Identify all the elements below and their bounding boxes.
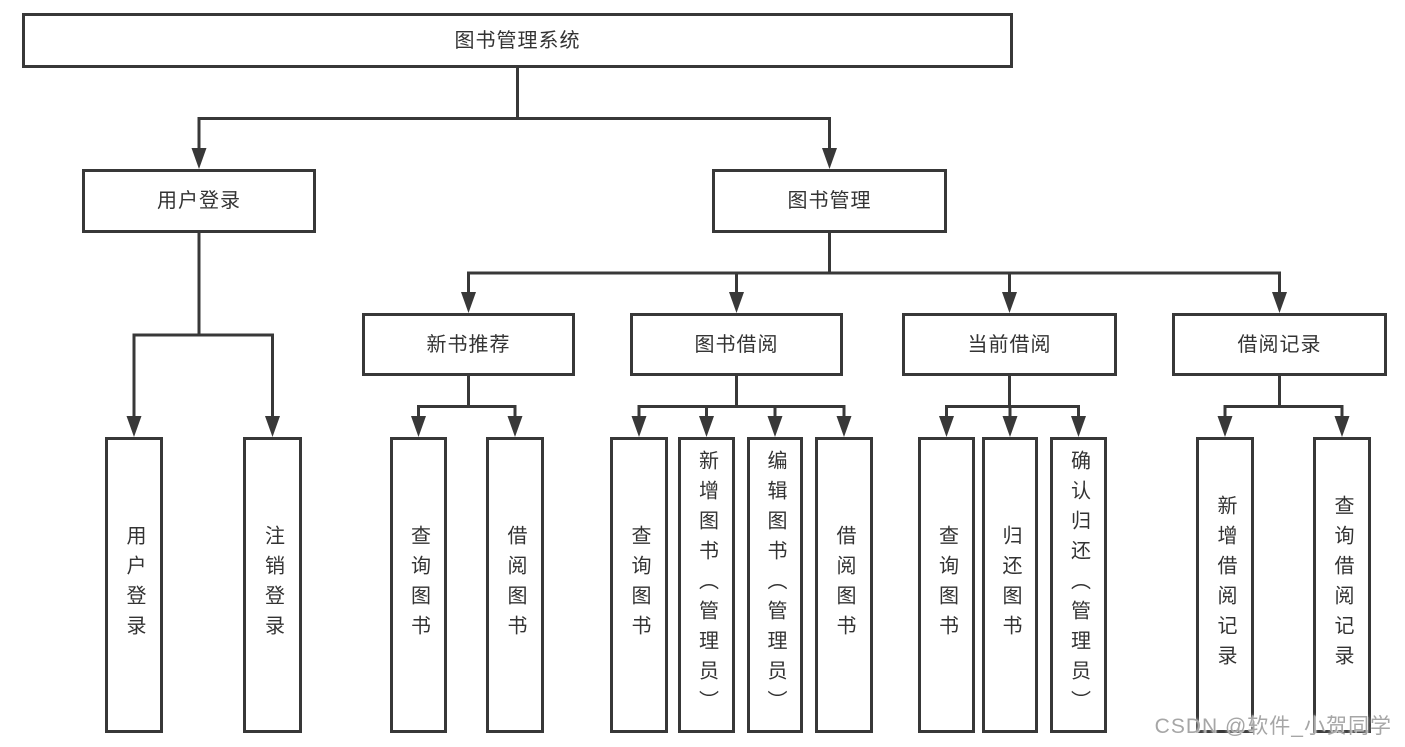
node-label-bb-add-book: 新增图书（管理员） <box>695 450 718 720</box>
node-bb-borrow-book: 借阅图书 <box>815 437 873 733</box>
connector-book-management-to-book-borrow <box>735 233 831 309</box>
connector-book-borrow-to-bb-add-book <box>705 376 738 433</box>
arrowhead-ul-user-login <box>126 416 142 437</box>
connector-new-book-recommend-to-nbr-borrow-book <box>467 376 517 433</box>
node-ul-logout: 注销登录 <box>243 437 302 733</box>
node-label-br-add-record: 新增借阅记录 <box>1214 495 1236 675</box>
connector-book-management-to-borrow-records <box>828 233 1281 309</box>
arrowhead-book-management <box>822 148 837 169</box>
node-label-cb-confirm-return: 确认归还（管理员） <box>1067 450 1090 720</box>
arrowhead-user-login <box>191 148 207 169</box>
connector-root-to-user-login <box>197 68 519 165</box>
node-label-nbr-query-book: 查询图书 <box>407 525 430 645</box>
node-bb-query-book: 查询图书 <box>610 437 668 733</box>
node-label-bb-query-book: 查询图书 <box>628 525 650 645</box>
connector-book-borrow-to-bb-borrow-book <box>735 376 846 433</box>
node-label-br-query-record: 查询借阅记录 <box>1331 495 1353 675</box>
node-root: 图书管理系统 <box>22 13 1013 68</box>
arrowhead-bb-add-book <box>699 416 714 437</box>
node-label-bb-borrow-book: 借阅图书 <box>833 525 855 645</box>
connector-book-management-to-current-borrow <box>828 233 1011 309</box>
arrowhead-new-book-recommend <box>461 292 476 313</box>
node-label-book-management: 图书管理 <box>787 190 872 212</box>
node-label-cb-return-book: 归还图书 <box>999 525 1021 645</box>
arrowhead-borrow-records <box>1272 292 1287 313</box>
arrowhead-ul-logout <box>265 416 280 437</box>
node-bb-edit-book: 编辑图书（管理员） <box>747 437 803 733</box>
connector-user-login-to-ul-user-login <box>132 233 201 433</box>
connector-root-to-book-management <box>516 68 831 165</box>
node-label-borrow-records: 借阅记录 <box>1237 333 1322 356</box>
node-new-book-recommend: 新书推荐 <box>362 313 575 376</box>
arrowhead-nbr-query-book <box>411 416 426 437</box>
connector-current-borrow-to-cb-query-book <box>945 376 1011 433</box>
arrowhead-bb-query-book <box>631 416 647 437</box>
connector-current-borrow-to-cb-confirm-return <box>1008 376 1080 433</box>
node-label-ul-logout: 注销登录 <box>261 525 284 645</box>
connector-book-borrow-to-bb-query-book <box>637 376 738 433</box>
node-br-add-record: 新增借阅记录 <box>1196 437 1254 733</box>
node-cb-query-book: 查询图书 <box>918 437 975 733</box>
node-bb-add-book: 新增图书（管理员） <box>678 437 735 733</box>
node-br-query-record: 查询借阅记录 <box>1313 437 1371 733</box>
node-book-management: 图书管理 <box>712 169 947 233</box>
arrowhead-br-add-record <box>1217 416 1233 437</box>
node-book-borrow: 图书借阅 <box>630 313 843 376</box>
arrowhead-br-query-record <box>1334 416 1350 437</box>
arrowhead-cb-confirm-return <box>1071 416 1086 437</box>
arrowhead-cb-return-book <box>1002 416 1018 437</box>
connector-book-borrow-to-bb-edit-book <box>735 376 777 433</box>
arrowhead-current-borrow <box>1002 292 1017 313</box>
node-ul-user-login: 用户登录 <box>105 437 163 733</box>
arrowhead-cb-query-book <box>939 416 954 437</box>
node-cb-confirm-return: 确认归还（管理员） <box>1050 437 1107 733</box>
node-nbr-query-book: 查询图书 <box>390 437 447 733</box>
node-label-nbr-borrow-book: 借阅图书 <box>504 525 526 645</box>
connector-user-login-to-ul-logout <box>197 233 274 433</box>
node-label-current-borrow: 当前借阅 <box>967 333 1052 356</box>
connector-borrow-records-to-br-query-record <box>1278 376 1344 433</box>
arrowhead-book-borrow <box>729 292 744 313</box>
node-label-new-book-recommend: 新书推荐 <box>426 333 511 356</box>
connector-new-book-recommend-to-nbr-query-book <box>417 376 470 433</box>
connector-borrow-records-to-br-add-record <box>1223 376 1281 433</box>
connector-book-management-to-new-book-recommend <box>467 233 831 309</box>
arrowhead-nbr-borrow-book <box>507 416 523 437</box>
node-borrow-records: 借阅记录 <box>1172 313 1387 376</box>
arrowhead-bb-edit-book <box>767 416 783 437</box>
node-label-bb-edit-book: 编辑图书（管理员） <box>764 450 786 720</box>
node-label-user-login: 用户登录 <box>157 190 241 212</box>
csdn-watermark: CSDN @软件_小贺同学 <box>1154 715 1392 738</box>
connector-current-borrow-to-cb-return-book <box>1008 376 1012 433</box>
node-cb-return-book: 归还图书 <box>982 437 1038 733</box>
node-user-login: 用户登录 <box>82 169 316 233</box>
node-nbr-borrow-book: 借阅图书 <box>486 437 544 733</box>
node-label-ul-user-login: 用户登录 <box>123 525 145 645</box>
node-label-book-borrow: 图书借阅 <box>694 333 779 356</box>
node-label-root: 图书管理系统 <box>454 29 581 52</box>
node-current-borrow: 当前借阅 <box>902 313 1117 376</box>
arrowhead-bb-borrow-book <box>836 416 852 437</box>
node-label-cb-query-book: 查询图书 <box>935 525 958 645</box>
